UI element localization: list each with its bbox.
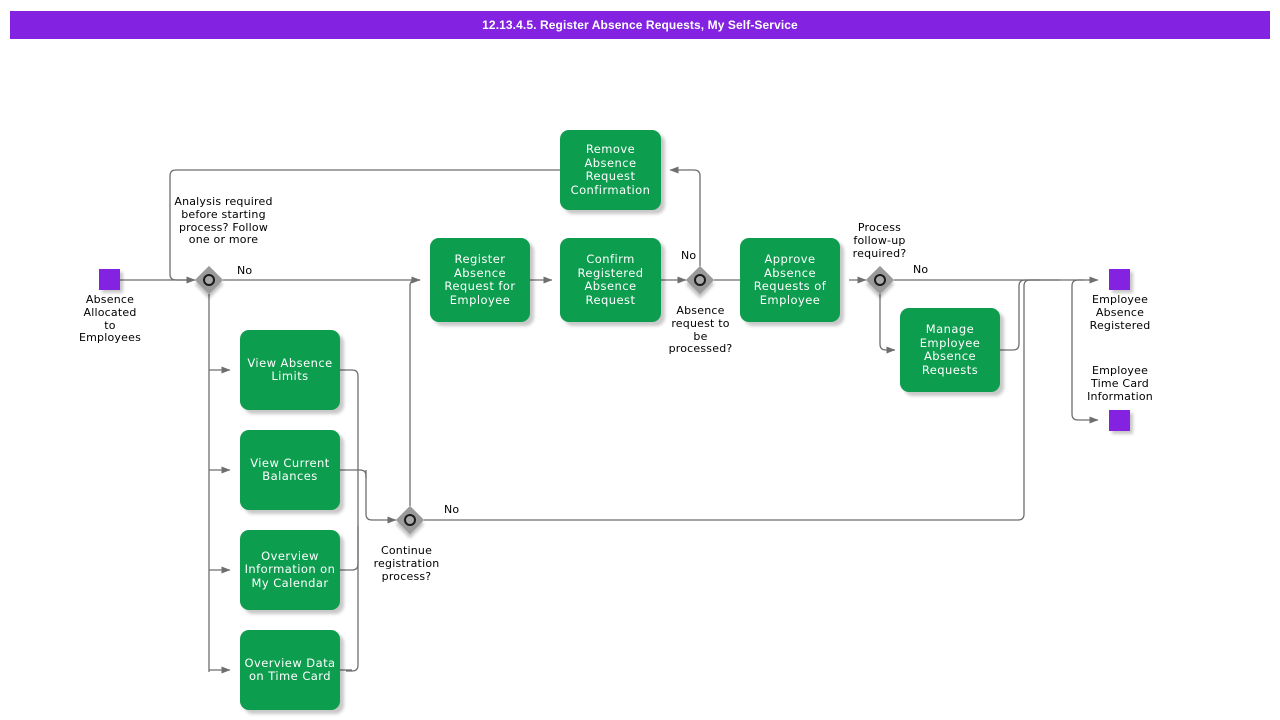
task-overview-data-on-time-card[interactable]: Overview Data on Time Card: [240, 630, 340, 710]
task-view-absence-limits[interactable]: View Absence Limits: [240, 330, 340, 410]
edge-label-gw-continue-no: No: [444, 503, 460, 516]
page-title: 12.13.4.5. Register Absence Requests, My…: [482, 18, 798, 32]
task-overview-information-on-my-calendar[interactable]: Overview Information on My Calendar: [240, 530, 340, 610]
gateway-continue-registration-label: Continue registration process?: [373, 544, 440, 583]
start-event-absence-allocated-label: Absence Allocated to Employees: [78, 293, 141, 345]
gateway-inclusive-ring-icon: [694, 274, 706, 286]
gateway-process-follow-up[interactable]: [865, 265, 895, 295]
edge-remove-back-to-gw-analysis: [169, 169, 560, 281]
edge-branch-to-time-card-event: [1071, 286, 1099, 424]
task-confirm-registered-absence-request[interactable]: Confirm Registered Absence Request: [560, 238, 661, 322]
gateway-process-follow-up-label: Process follow-up required?: [852, 221, 907, 260]
edge-gw-continue-up-to-register: [409, 279, 420, 506]
edge-label-gw-followup-no: No: [913, 263, 929, 276]
gateway-analysis-required-label: Analysis required before starting proces…: [174, 195, 273, 247]
task-view-current-balances-label: View Current Balances: [250, 455, 330, 483]
task-register-absence-request-for-employee[interactable]: Register Absence Request for Employee: [430, 238, 530, 322]
task-manage-employee-absence-requests-label: Manage Employee Absence Requests: [919, 322, 981, 377]
end-event-employee-absence-registered-label: Employee Absence Registered: [1089, 293, 1151, 332]
task-approve-absence-requests-of-employee-label: Approve Absence Requests of Employee: [753, 252, 827, 307]
task-manage-employee-absence-requests[interactable]: Manage Employee Absence Requests: [900, 308, 1000, 392]
gateway-inclusive-ring-icon: [404, 514, 416, 526]
edge-label-gw-analysis-no: No: [237, 264, 253, 277]
edge-manage-out-to-merge: [1000, 279, 1040, 351]
start-event-absence-allocated[interactable]: [99, 269, 120, 290]
task-remove-absence-request-confirmation[interactable]: Remove Absence Request Confirmation: [560, 130, 661, 210]
task-overview-data-on-time-card-label: Overview Data on Time Card: [244, 655, 336, 683]
gateway-inclusive-ring-icon: [203, 274, 215, 286]
edge-overview-calendar-out: [340, 526, 359, 571]
end-event-employee-time-card-information-label: Employee Time Card Information: [1087, 364, 1153, 403]
gateway-absence-request-processed-label: Absence request to be processed?: [668, 304, 733, 356]
gateway-continue-registration[interactable]: [395, 505, 425, 535]
edge-gw-followup-to-manage: [879, 294, 896, 354]
end-event-employee-absence-registered[interactable]: [1109, 269, 1130, 290]
title-bar: 12.13.4.5. Register Absence Requests, My…: [10, 11, 1270, 39]
task-register-absence-request-for-employee-label: Register Absence Request for Employee: [444, 252, 516, 307]
gateway-analysis-required[interactable]: [194, 265, 224, 295]
edge-merge-to-gw-continue: [340, 469, 397, 524]
task-view-absence-limits-label: View Absence Limits: [247, 355, 333, 383]
edge-view-absence-limits-out: [340, 369, 359, 672]
gateway-inclusive-ring-icon: [874, 274, 886, 286]
task-approve-absence-requests-of-employee[interactable]: Approve Absence Requests of Employee: [740, 238, 840, 322]
task-view-current-balances[interactable]: View Current Balances: [240, 430, 340, 510]
task-overview-information-on-my-calendar-label: Overview Information on My Calendar: [244, 548, 336, 590]
edge-label-gw-processed-no: No: [681, 249, 697, 262]
task-remove-absence-request-confirmation-label: Remove Absence Request Confirmation: [570, 142, 651, 197]
edge-gw-processed-no-to-remove: [669, 166, 701, 266]
end-event-employee-time-card-information[interactable]: [1109, 410, 1130, 431]
task-confirm-registered-absence-request-label: Confirm Registered Absence Request: [577, 252, 644, 307]
gateway-absence-request-processed[interactable]: [685, 265, 715, 295]
edge-branch-riser: [1071, 279, 1084, 287]
